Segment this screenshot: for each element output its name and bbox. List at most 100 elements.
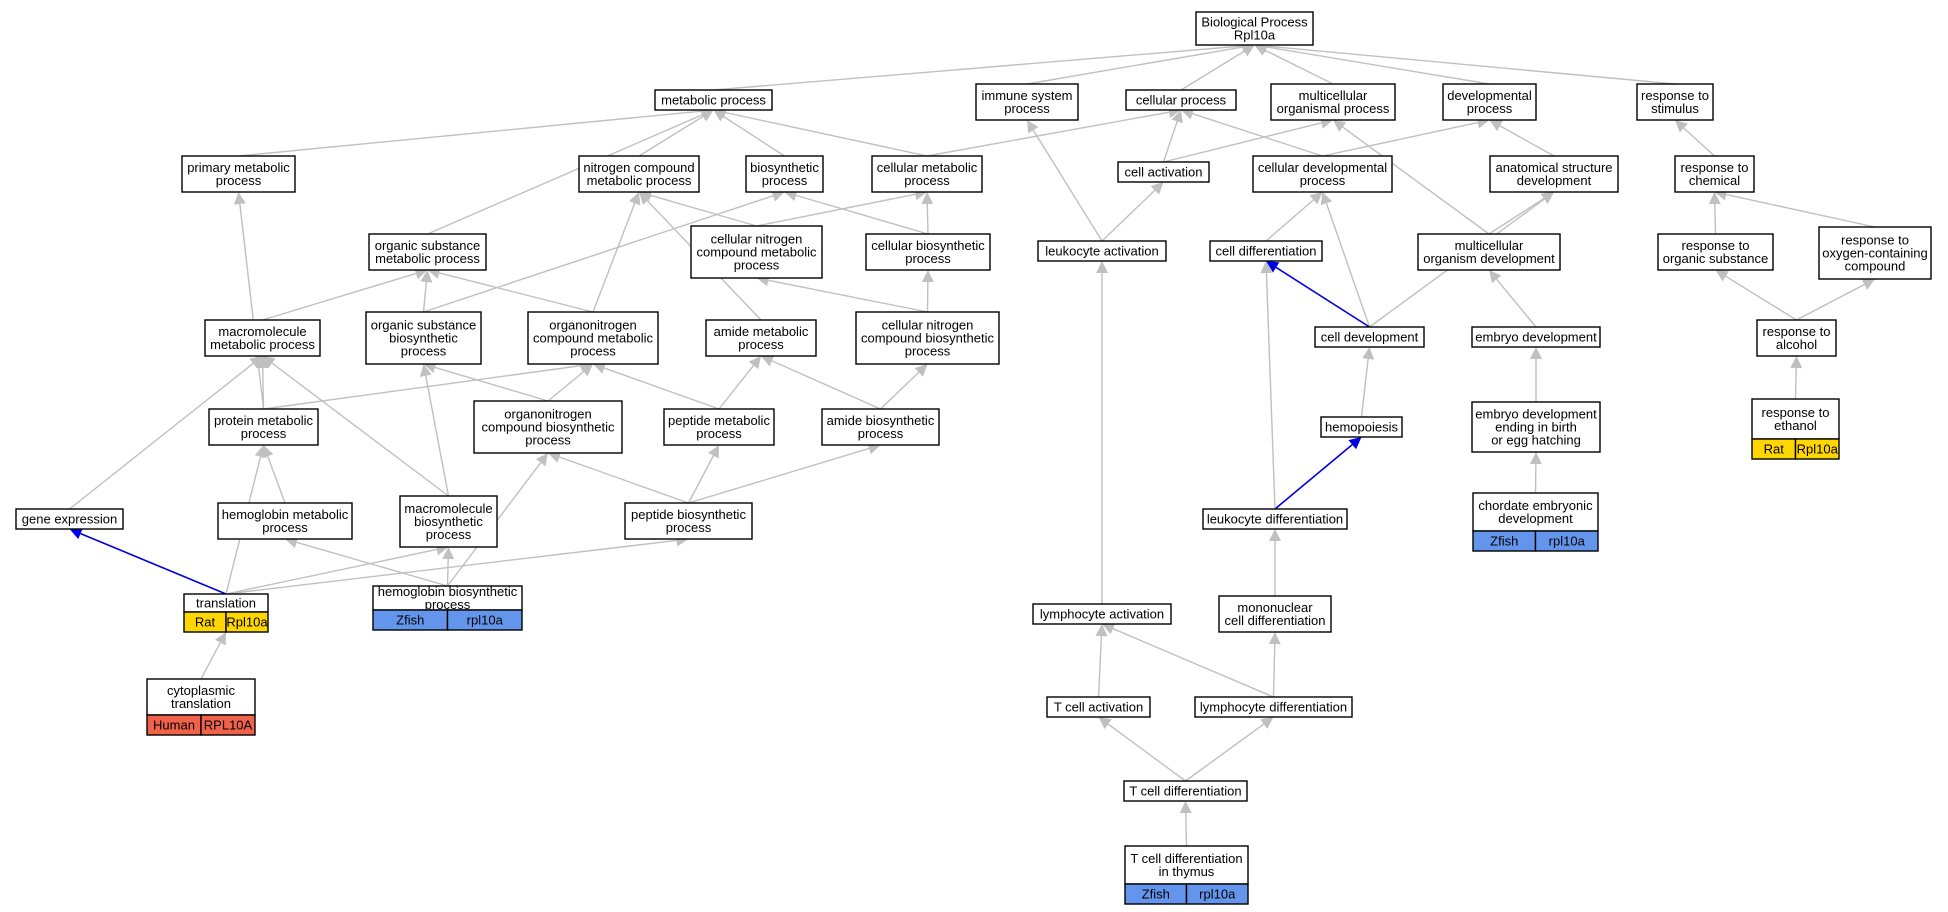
arrowhead-orgsubst-to-metabolic xyxy=(700,109,714,121)
node-label-line: in thymus xyxy=(1159,864,1215,879)
node-label-line: organic substance xyxy=(371,318,477,333)
node-hemopoiesis[interactable]: hemopoiesis xyxy=(1320,416,1403,438)
edge-leukodiff-to-hemopoiesis xyxy=(1274,444,1353,510)
node-label-line: T cell differentiation xyxy=(1129,784,1241,799)
node-box xyxy=(1194,696,1353,718)
node-box xyxy=(855,311,1000,365)
node-leukoact[interactable]: leukocyte activation xyxy=(1037,240,1167,262)
node-cellular[interactable]: cellular process xyxy=(1125,89,1237,111)
node-label-line: metabolic process xyxy=(375,251,480,266)
node-tcelldiff[interactable]: T cell differentiation xyxy=(1123,780,1248,802)
node-box xyxy=(146,678,256,716)
node-box xyxy=(208,408,319,446)
node-label-line: amide metabolic xyxy=(714,324,809,339)
edge-multiorgdev-to-multicellular xyxy=(1342,126,1490,235)
tag-cell xyxy=(1185,883,1249,905)
node-lymphodiff[interactable]: lymphocyte differentiation xyxy=(1194,696,1353,718)
edge-cellnitro-to-nitrogen xyxy=(650,194,757,227)
edge-chemical-to-stimulus xyxy=(1683,127,1715,157)
edge-alcohol-to-orgsubstance2 xyxy=(1725,275,1797,321)
node-tcellact[interactable]: T cell activation xyxy=(1046,696,1151,718)
node-box xyxy=(1636,83,1714,121)
node-metabolic[interactable]: metabolic process xyxy=(654,89,773,111)
edge-leukoact-to-cellactivation xyxy=(1101,189,1156,242)
arrowhead-orgsubstbio-to-biosynthetic xyxy=(771,190,785,202)
edge-metabolic-to-bp xyxy=(713,45,1243,91)
node-label-line: lymphocyte differentiation xyxy=(1200,700,1347,715)
node-label-line: organism development xyxy=(1423,251,1555,266)
node-celldiff[interactable]: cell differentiation xyxy=(1209,240,1323,262)
node-lymphoact[interactable]: lymphocyte activation xyxy=(1032,603,1172,625)
edge-cellbiosyn-to-biosynthetic xyxy=(795,194,929,235)
node-box xyxy=(1032,603,1172,625)
node-label-line: translation xyxy=(171,696,231,711)
edge-lymphodiff-to-lymphoact xyxy=(1112,628,1274,698)
edge-alcohol-to-oxygen xyxy=(1796,283,1865,321)
node-label-line: cellular nitrogen xyxy=(882,318,974,333)
node-embryodev[interactable]: embryo development xyxy=(1471,326,1601,348)
tag-label: RPL10A xyxy=(204,718,253,733)
node-box xyxy=(527,311,659,365)
node-box xyxy=(654,89,773,111)
node-cellactivation[interactable]: cell activation xyxy=(1117,161,1210,183)
node-celldev[interactable]: cell development xyxy=(1314,326,1425,348)
node-box xyxy=(1471,326,1601,348)
node-label-line: chemical xyxy=(1689,173,1740,188)
node-label-line: leukocyte activation xyxy=(1045,244,1158,259)
node-label-line: stimulus xyxy=(1651,101,1699,116)
node-leukodiff[interactable]: leukocyte differentiation xyxy=(1202,508,1348,530)
tag-label: Human xyxy=(153,718,195,733)
edge-geneexpr-to-macromol xyxy=(69,362,254,510)
node-geneexpr[interactable]: gene expression xyxy=(15,508,124,530)
arrowhead-amide-to-nitrogen xyxy=(639,192,652,205)
edge-primary-to-metabolic xyxy=(238,110,702,157)
node-label-line: immune system xyxy=(981,88,1072,103)
arrowhead-alcohol-to-oxygen xyxy=(1861,279,1875,290)
tag-cell xyxy=(446,609,523,631)
node-box xyxy=(181,155,296,193)
node-label-line: compound metabolic xyxy=(533,331,653,346)
tag-label: Zfish xyxy=(396,613,424,628)
node-label-line: anatomical structure xyxy=(1495,160,1612,175)
arrowhead-cytoplasmic-to-translation xyxy=(215,632,226,646)
